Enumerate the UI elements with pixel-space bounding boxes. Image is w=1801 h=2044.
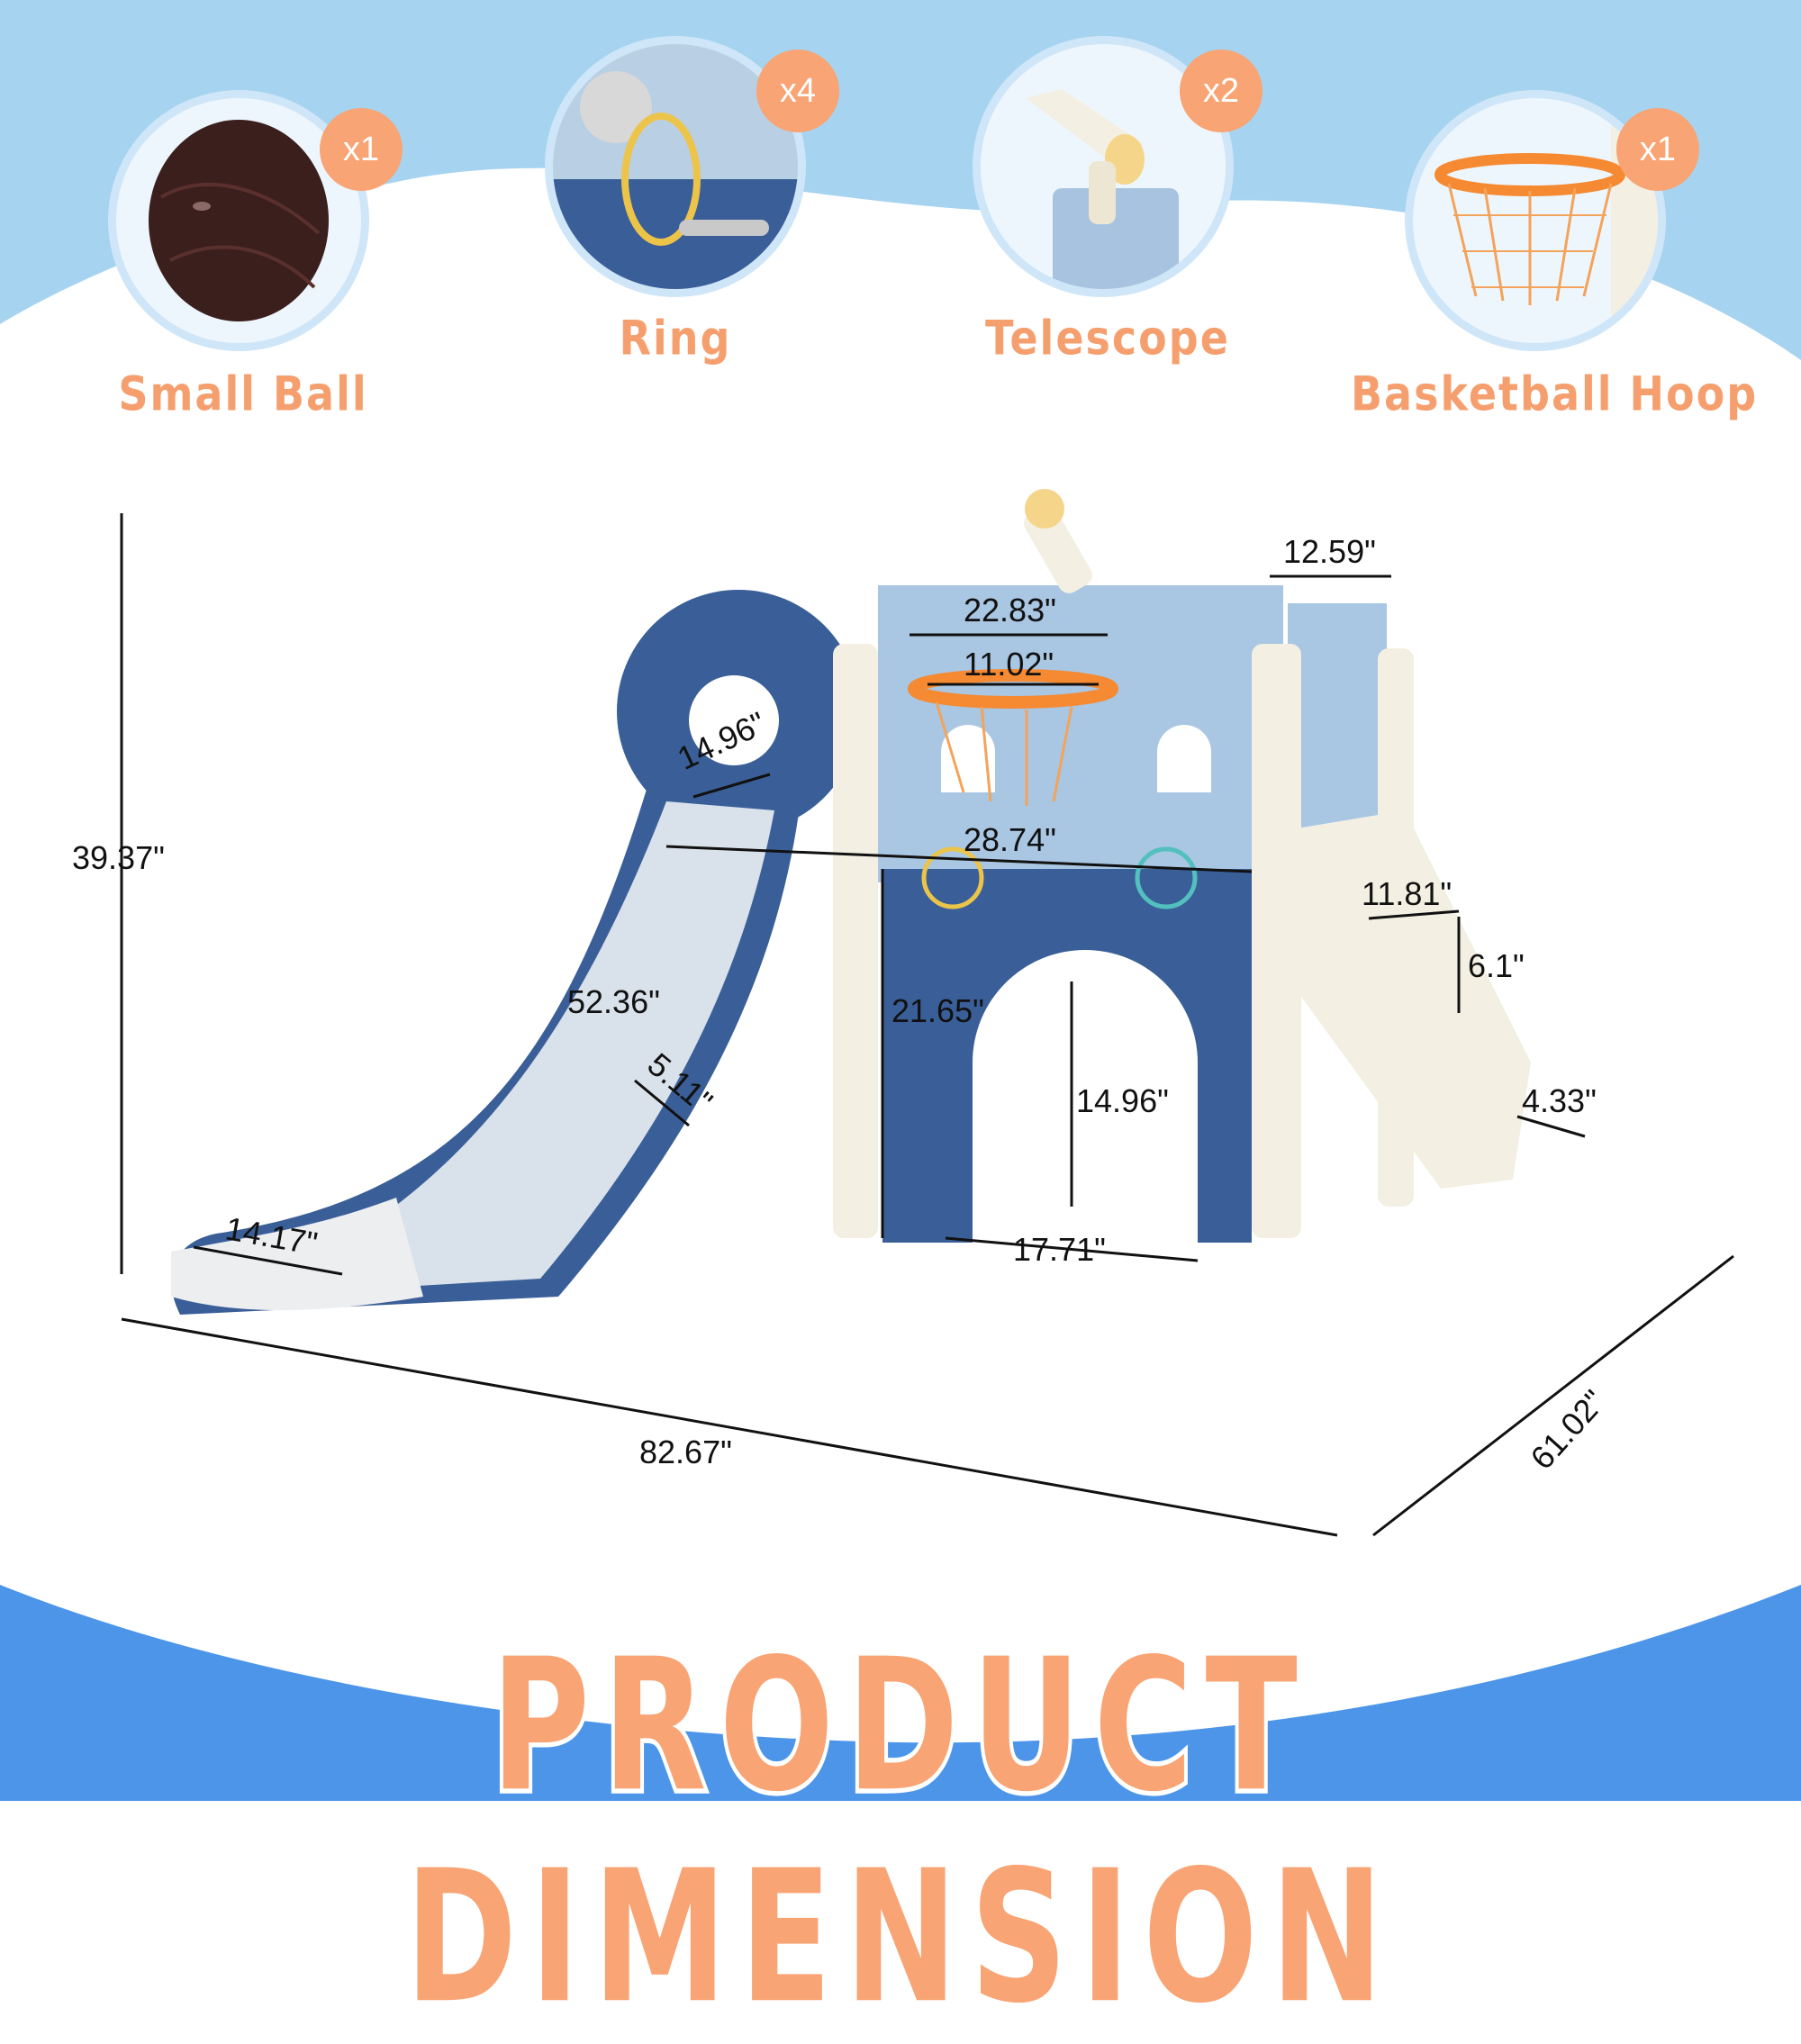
quantity-badge: x1 [1616,108,1699,191]
playset-illustration [120,489,1734,1537]
dimension-overall-length: 82.67" [639,1434,732,1470]
quantity-badge: x2 [1180,50,1263,132]
dimension-overall-height: 39.37" [72,839,165,876]
telescope-icon [1026,89,1179,289]
page-title: PRODUCT DIMENSION [402,1616,1397,2044]
dimension-top-panel-width: 22.83" [964,592,1056,629]
dimension-step-spacing: 6.1" [1468,947,1525,984]
quantity-badge: x4 [756,50,839,132]
accessory-label: Ring [619,309,732,366]
background [0,0,1801,1801]
dimension-platform-length: 28.74" [964,821,1056,858]
dimension-platform-height: 21.65" [891,992,984,1029]
accessory-label: Telescope [985,309,1230,366]
quantity-badge: x1 [320,108,403,191]
dimension-step-depth: 4.33" [1522,1082,1597,1119]
accessory-label: Small Ball [118,365,368,422]
basketball-icon [149,120,329,321]
accessory-label: Basketball Hoop [1351,365,1759,422]
dimension-tunnel-height: 14.96" [1076,1082,1169,1119]
dimension-step-width: 11.81" [1362,875,1453,912]
accessory-circle-small-ball [108,90,369,351]
dimension-slide-length: 52.36" [567,983,660,1020]
dimension-hoop-diameter: 11.02" [964,646,1054,683]
dimension-tower-depth: 12.59" [1283,533,1376,570]
dimension-tunnel-width: 17.71" [1013,1231,1106,1268]
